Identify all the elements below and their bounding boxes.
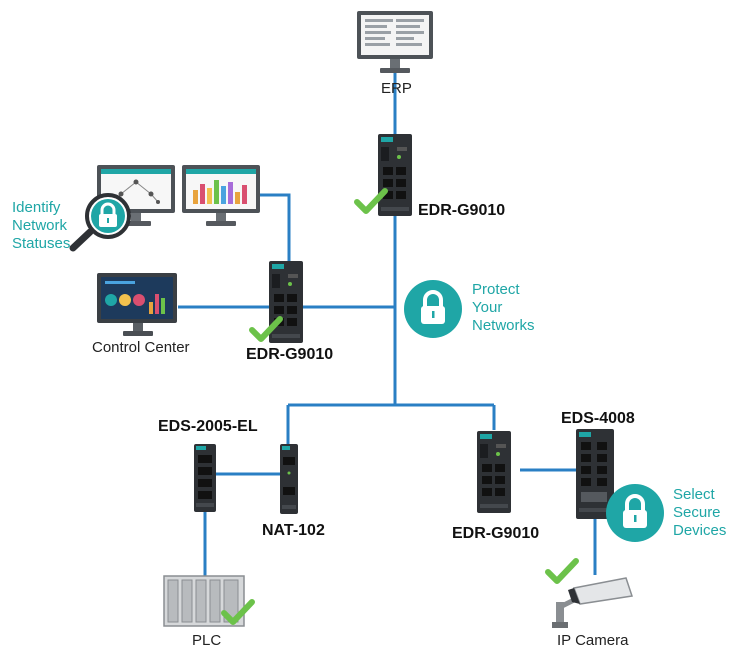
eds-4008-label: EDS-4008 bbox=[561, 410, 635, 427]
eds-4008-switch-icon[interactable] bbox=[575, 428, 615, 520]
edr-top-check-icon bbox=[354, 188, 388, 214]
edr-bottom-label: EDR-G9010 bbox=[452, 525, 540, 542]
eds-2005-switch-icon[interactable] bbox=[193, 443, 217, 513]
nat-102-icon[interactable] bbox=[279, 443, 299, 515]
select-line-2: Secure bbox=[673, 504, 721, 521]
protect-line-1: Protect bbox=[472, 281, 520, 298]
plc-label: PLC bbox=[192, 632, 222, 649]
edr-top-label: EDR-G9010 bbox=[418, 202, 506, 219]
erp-label: ERP bbox=[381, 80, 412, 97]
magnifier-lock-icon bbox=[69, 193, 131, 252]
edr-mid-check-icon bbox=[249, 316, 283, 342]
control-center-monitor-icon bbox=[97, 273, 177, 336]
protect-lock-icon bbox=[404, 280, 462, 338]
erp-monitor-icon bbox=[357, 11, 433, 73]
identify-line-3: Statuses bbox=[12, 235, 71, 252]
protect-line-2: Your bbox=[472, 299, 503, 316]
select-line-1: Select bbox=[673, 486, 715, 503]
control-center-label: Control Center bbox=[92, 339, 190, 356]
ip-camera-icon bbox=[552, 577, 633, 628]
analytics-monitor-icon bbox=[182, 165, 260, 226]
edr-bottom-switch-icon[interactable] bbox=[476, 430, 512, 514]
select-callout: Select Secure Devices bbox=[673, 486, 726, 540]
identify-line-2: Network bbox=[12, 217, 68, 234]
protect-callout: Protect Your Networks bbox=[472, 281, 535, 335]
edr-top-switch-icon[interactable] bbox=[377, 133, 413, 217]
identify-line-1: Identify bbox=[12, 199, 61, 216]
edr-mid-label: EDR-G9010 bbox=[246, 346, 334, 363]
identify-callout: Identify Network Statuses bbox=[12, 199, 70, 253]
protect-line-3: Networks bbox=[472, 317, 535, 334]
select-line-3: Devices bbox=[673, 522, 727, 539]
plc-check-icon bbox=[221, 599, 255, 625]
ip-camera-label: IP Camera bbox=[557, 632, 629, 649]
select-lock-icon bbox=[606, 484, 664, 542]
nat-102-label: NAT-102 bbox=[262, 522, 325, 539]
eds-2005-label: EDS-2005-EL bbox=[158, 418, 258, 435]
camera-check-icon bbox=[545, 558, 579, 584]
